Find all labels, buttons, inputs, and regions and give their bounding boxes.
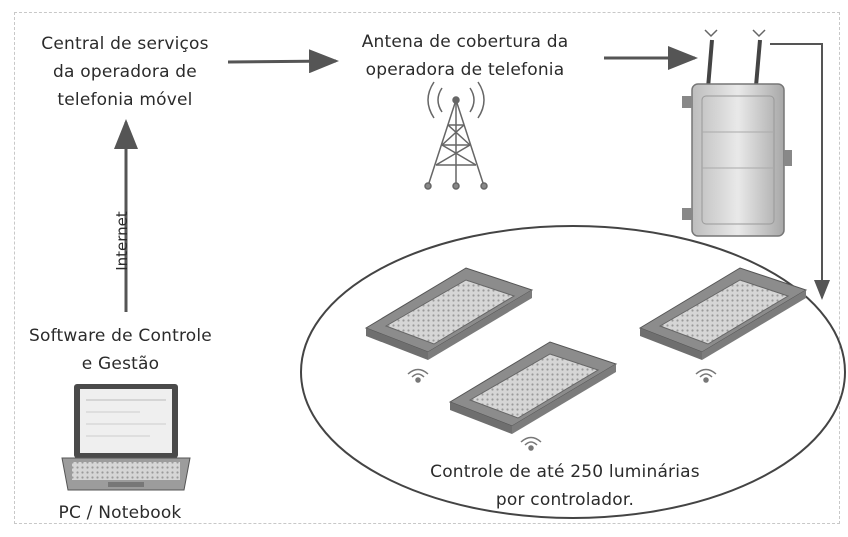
antena-line-1: Antena de cobertura da [361,32,569,52]
wireless-signal-icon [520,436,542,451]
luminaire-icon [448,341,618,434]
software-line-1: Software de Controle [29,326,212,346]
luminaire-icon [364,267,534,360]
central-line-3: telefonia móvel [57,90,193,110]
diagram-frame [14,12,840,524]
central-line-2: da operadora de [53,62,197,82]
cell-tower-icon [424,81,488,190]
controle-line-2: por controlador. [495,490,635,510]
antena-label: Antena de cobertura da operadora de tele… [330,28,600,84]
laptop-icon [61,384,191,491]
arrow-central-to-antena [227,49,339,74]
pc-notebook-label: PC / Notebook [58,503,182,523]
antena-line-2: operadora de telefonia [365,60,565,80]
controle-luminarias-label: Controle de até 250 luminárias por contr… [415,458,715,514]
controle-line-1: Controle de até 250 luminárias [430,462,700,482]
central-servicos-label: Central de serviços da operadora de tele… [20,30,230,114]
wireless-signal-icon [407,368,429,383]
controller-box-icon [682,29,792,237]
internet-label: Internet [113,211,131,271]
software-line-2: e Gestão [81,354,160,374]
wireless-signal-icon [695,368,717,383]
luminaire-icon [638,267,808,360]
arrow-controller-to-lamps [770,43,830,300]
luminaires-group-ellipse [300,225,846,519]
software-label: Software de Controle e Gestão [18,322,223,378]
central-line-1: Central de serviços [41,34,209,54]
